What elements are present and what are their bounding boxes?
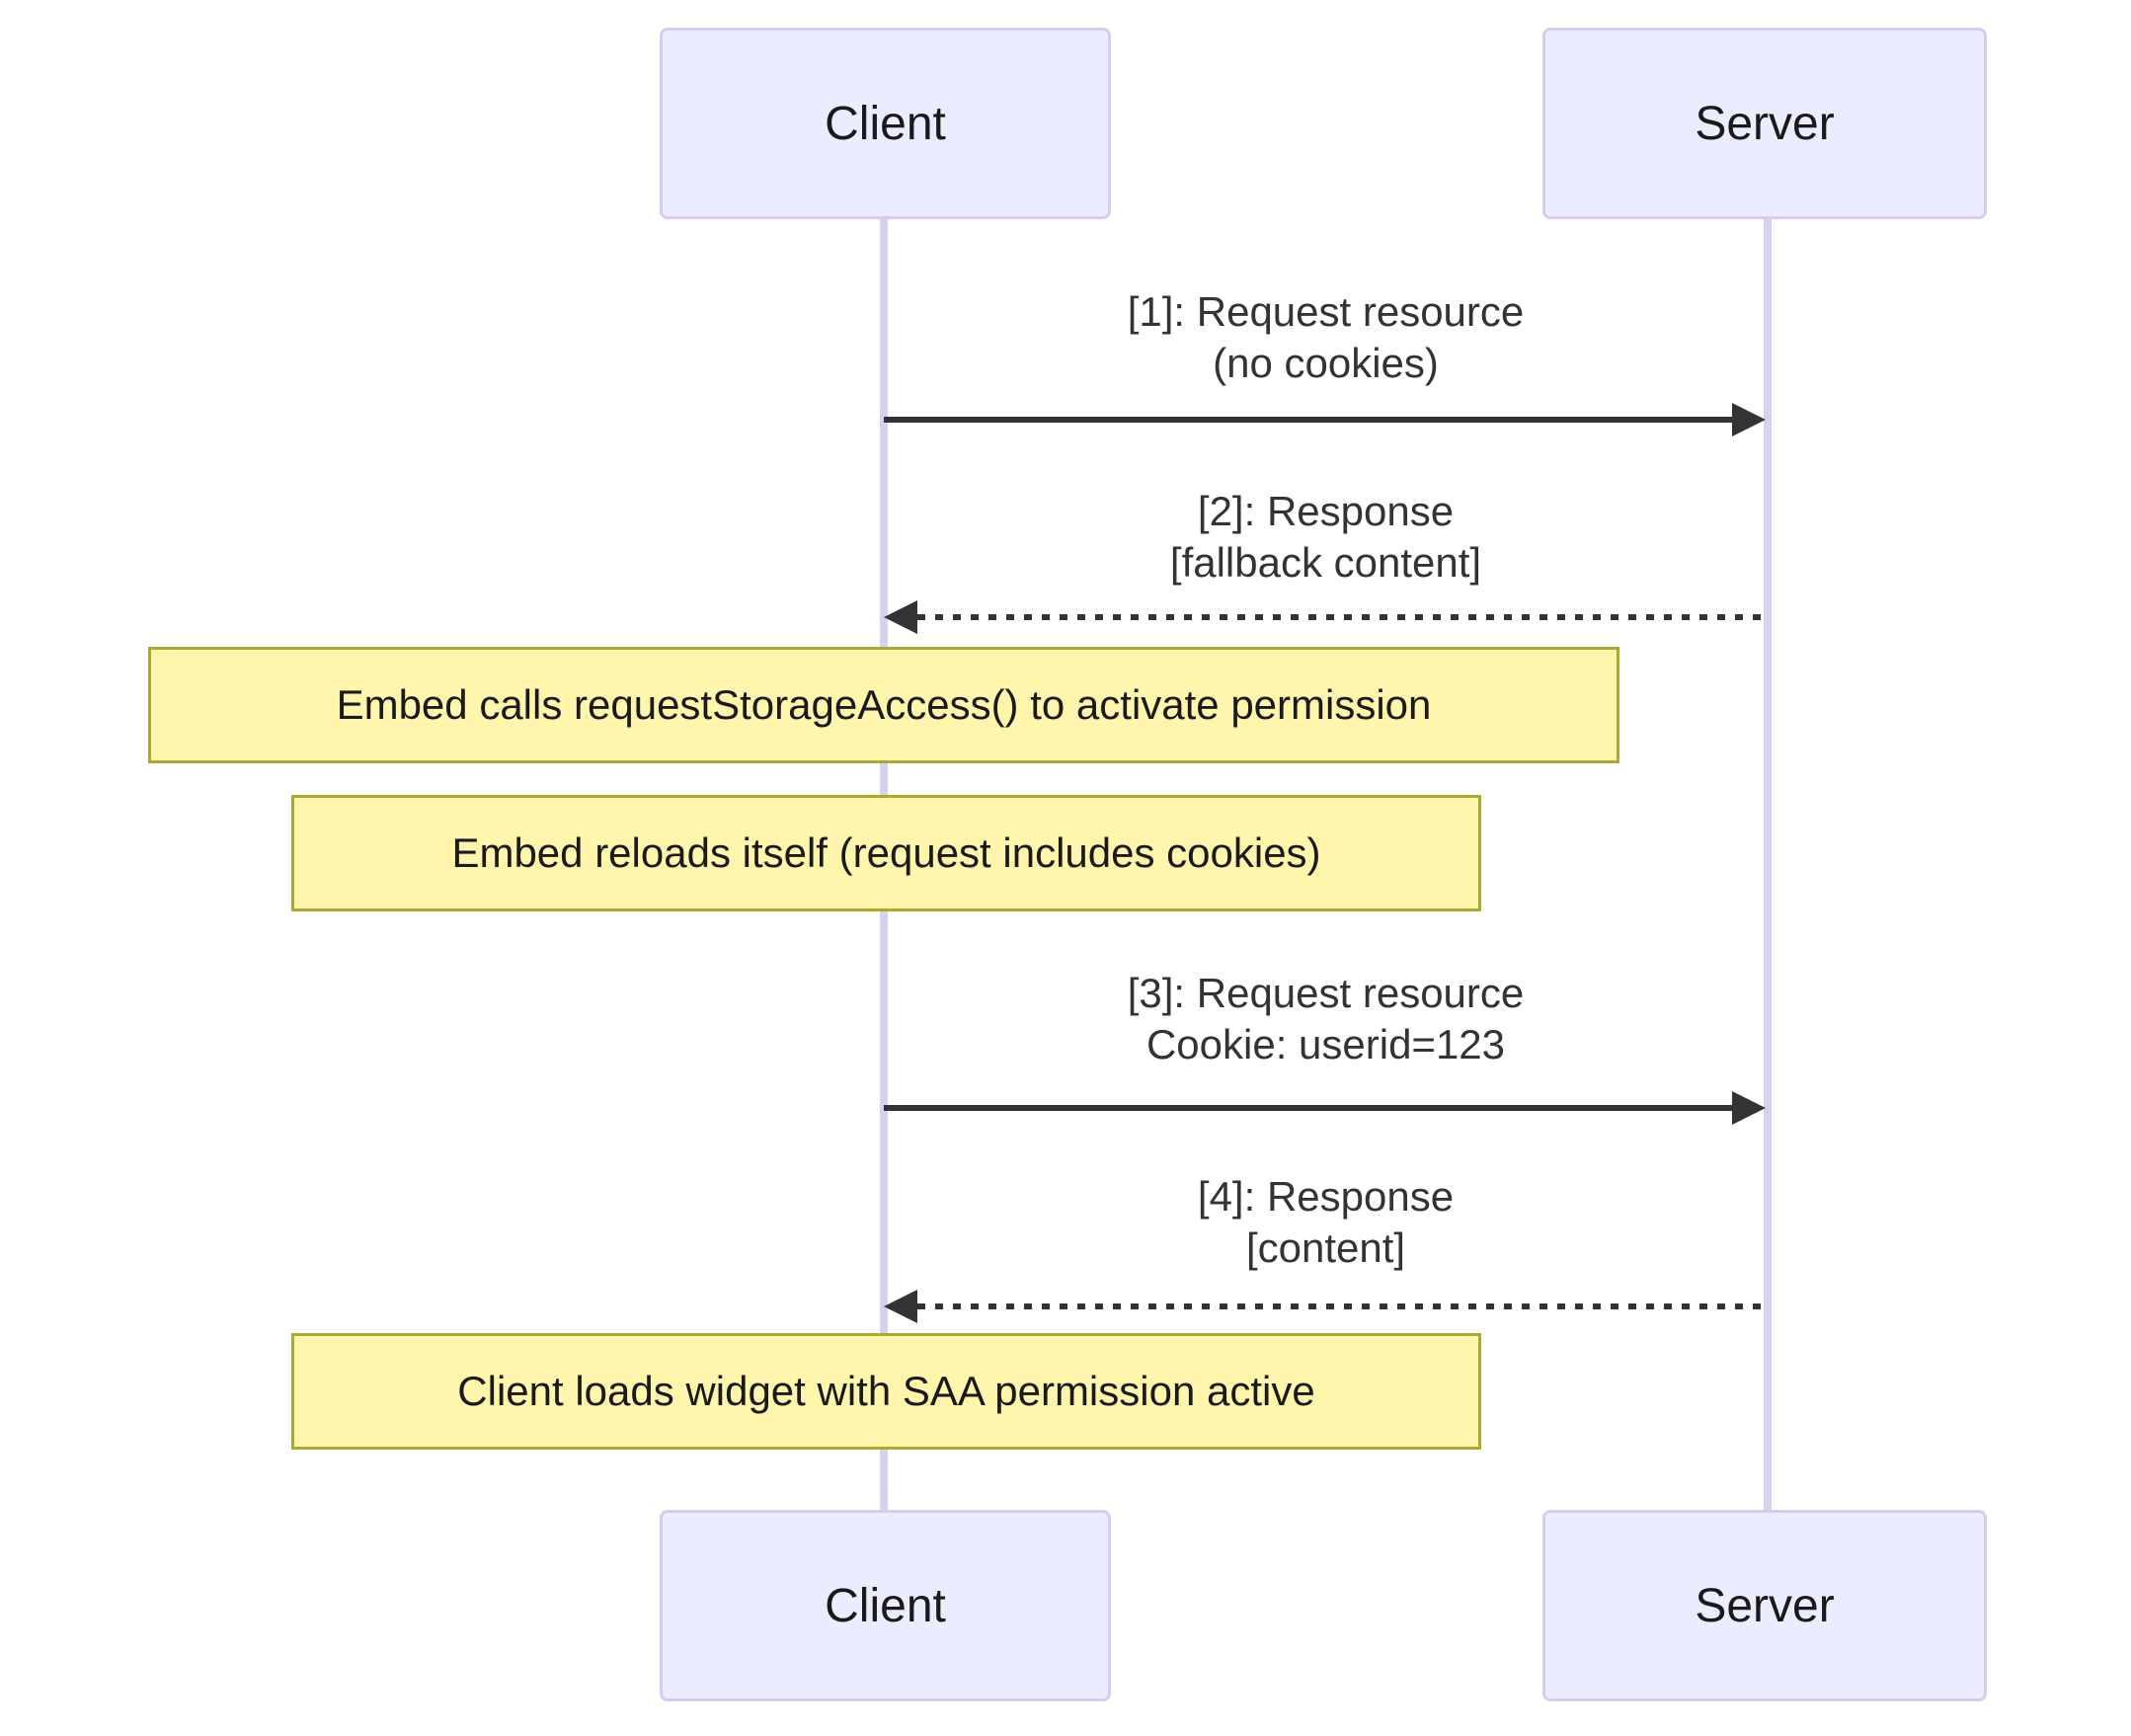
message-4-line-2: [content] xyxy=(1245,1224,1406,1271)
message-2-line-2: [fallback content] xyxy=(1169,539,1482,586)
note-2: Embed reloads itself (request includes c… xyxy=(291,795,1481,911)
message-3-line-1: [3]: Request resource xyxy=(1127,970,1525,1016)
message-3-label: [3]: Request resource Cookie: userid=123 xyxy=(884,968,1768,1070)
message-4-line-1: [4]: Response xyxy=(1197,1173,1455,1220)
note-2-text: Embed reloads itself (request includes c… xyxy=(451,829,1321,876)
note-1: Embed calls requestStorageAccess() to ac… xyxy=(148,647,1619,763)
message-1-label: [1]: Request resource (no cookies) xyxy=(884,286,1768,389)
message-2-line-1: [2]: Response xyxy=(1197,488,1455,534)
message-1-arrowhead-icon xyxy=(1732,403,1766,436)
message-1-line-2: (no cookies) xyxy=(1213,340,1439,386)
note-3: Client loads widget with SAA permission … xyxy=(291,1333,1481,1450)
message-3-arrowhead-icon xyxy=(1732,1091,1766,1125)
actor-server-bottom: Server xyxy=(1542,1510,1987,1701)
note-1-text: Embed calls requestStorageAccess() to ac… xyxy=(336,681,1432,728)
actor-server-label: Server xyxy=(1695,97,1835,150)
message-4-label: [4]: Response [content] xyxy=(884,1171,1768,1274)
message-2-arrowhead-icon xyxy=(884,600,917,634)
actor-server-label: Server xyxy=(1695,1579,1835,1632)
note-3-text: Client loads widget with SAA permission … xyxy=(457,1368,1315,1414)
message-3-arrow-line xyxy=(884,1105,1733,1111)
actor-client-bottom: Client xyxy=(660,1510,1111,1701)
message-1-arrow-line xyxy=(884,417,1733,423)
message-4-arrow-line xyxy=(917,1303,1766,1309)
message-3-line-2: Cookie: userid=123 xyxy=(1145,1021,1506,1067)
message-2-label: [2]: Response [fallback content] xyxy=(884,486,1768,589)
actor-client-top: Client xyxy=(660,28,1111,219)
actor-client-label: Client xyxy=(825,1579,946,1632)
actor-server-top: Server xyxy=(1542,28,1987,219)
lifeline-server xyxy=(1764,219,1772,1510)
message-2-arrow-line xyxy=(917,614,1766,620)
actor-client-label: Client xyxy=(825,97,946,150)
message-4-arrowhead-icon xyxy=(884,1290,917,1323)
message-1-line-1: [1]: Request resource xyxy=(1127,288,1525,335)
